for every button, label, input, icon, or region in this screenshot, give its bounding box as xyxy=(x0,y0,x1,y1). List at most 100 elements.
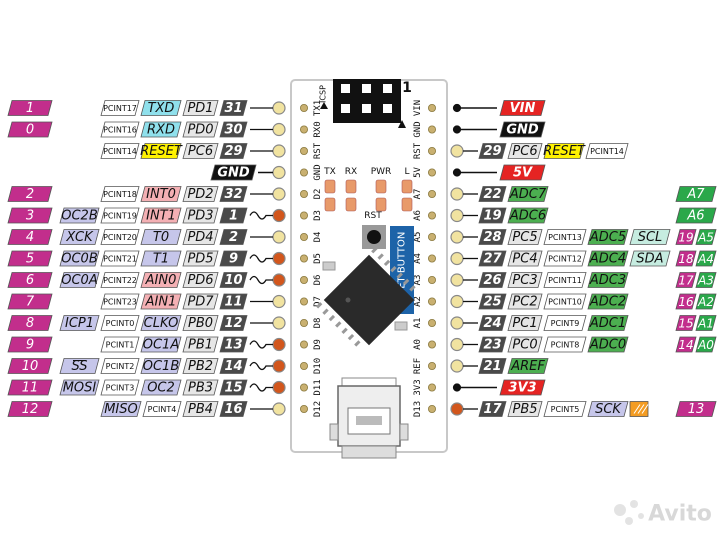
arduino-pin-number: 12 xyxy=(22,402,39,417)
pin-function: INT1 xyxy=(146,209,176,224)
arduino-pin-number: 5 xyxy=(26,252,34,267)
arduino-pin-number: 1 xyxy=(26,101,34,116)
analog-pin-name: A0 xyxy=(697,338,714,352)
icsp-pin1-label: 1 xyxy=(402,80,412,96)
pin-function-badge: OC2 xyxy=(140,379,182,396)
arduino-pin-number-badge: 18 xyxy=(675,250,697,267)
left-header-label: D2 xyxy=(313,189,323,200)
pin-function-badge: RXD xyxy=(140,121,182,138)
pcint-label-badge: PCINT20 xyxy=(100,229,140,245)
left-header-hole xyxy=(299,275,308,284)
left-header-hole xyxy=(299,404,308,413)
arduino-pin-number: 4 xyxy=(26,230,34,245)
pin-pad-icon xyxy=(272,230,286,244)
led-icon xyxy=(324,179,336,212)
arduino-pin-number-badge: 3 xyxy=(7,207,53,224)
adc-function-badge: ADC7 xyxy=(507,186,549,202)
left-header-label: TX1 xyxy=(313,100,323,116)
pin-pad-icon xyxy=(272,316,286,330)
left-header-label: D10 xyxy=(313,358,323,374)
port-name-badge: PB1 xyxy=(182,336,219,353)
port-name-badge: PD6 xyxy=(182,272,219,288)
pin-function-badge: RESET xyxy=(543,143,586,159)
power-pin-badge: 5V xyxy=(499,164,546,181)
mcu-pin-number: 9 xyxy=(229,252,238,267)
adc-function-badge: ADC5 xyxy=(587,229,629,245)
watermark: Avito xyxy=(614,500,712,527)
pcint-label: PCINT23 xyxy=(103,298,137,307)
right-header-hole xyxy=(427,318,436,327)
right-header-label: A3 xyxy=(413,275,423,286)
left-header-hole xyxy=(299,361,308,370)
extra-function-badge: XCK xyxy=(59,229,100,245)
pin-pad-icon xyxy=(272,187,286,201)
pcint-label-badge: PCINT4 xyxy=(142,401,182,417)
pcint-label: PCINT16 xyxy=(103,126,137,135)
left-header-hole xyxy=(299,125,308,134)
extra-function: OC0B xyxy=(61,252,98,267)
pin-pad-icon xyxy=(272,359,286,373)
pin-pad-icon xyxy=(272,144,286,158)
pin-function-badge: INT0 xyxy=(140,186,182,202)
adc-function: AREF xyxy=(510,359,545,374)
pcint-label: PCINT21 xyxy=(103,255,137,264)
pin-function: INT0 xyxy=(146,187,176,202)
pcint-label-badge: PCINT18 xyxy=(100,186,140,202)
arduino-pin-number-badge: 4 xyxy=(7,229,53,245)
arduino-pin-number: 17 xyxy=(678,274,694,288)
right-header-label: A5 xyxy=(413,232,423,243)
port-name: PD6 xyxy=(187,273,213,288)
pcint-label: PCINT2 xyxy=(106,362,135,371)
arduino-pin-number-badge: 16 xyxy=(675,293,697,310)
mcu-pin-number: 15 xyxy=(224,381,242,396)
analog-pin-name: A2 xyxy=(697,295,714,309)
arduino-pin-number-badge: 7 xyxy=(7,293,53,310)
extra-function-badge: OC2B xyxy=(59,207,100,224)
adc-function: ADC7 xyxy=(509,187,547,202)
arduino-pin-number-badge: 14 xyxy=(675,336,697,353)
analog-pin-name: A4 xyxy=(697,252,714,266)
port-name-badge: PC2 xyxy=(507,293,543,310)
adc-function-badge: ADC4 xyxy=(587,250,629,267)
port-name-badge: PD3 xyxy=(182,207,219,224)
pin-pad-icon xyxy=(272,337,286,352)
right-header-hole xyxy=(427,146,436,155)
led-label: RX xyxy=(345,167,357,177)
left-header-label: D3 xyxy=(313,210,323,221)
arduino-pin-number-badge: 2 xyxy=(7,186,53,202)
arduino-pin-number: 19 xyxy=(678,231,693,245)
led-icon xyxy=(375,179,387,212)
i2c-function: SCL xyxy=(638,230,663,245)
mcu-pin-number: 29 xyxy=(224,144,242,159)
pcint-label-badge: PCINT21 xyxy=(100,250,140,267)
adc-function-badge: AREF xyxy=(507,358,549,374)
port-name-badge: PB2 xyxy=(182,358,219,374)
right-header-hole xyxy=(427,383,436,392)
pin-function-badge: OC1B xyxy=(140,358,182,374)
left-header-label: D6 xyxy=(313,275,323,286)
mcu-pin-number: 24 xyxy=(483,316,501,331)
right-header-hole xyxy=(427,104,436,113)
pin-pad-icon xyxy=(272,165,286,180)
mcu-pin-number: 2 xyxy=(229,230,238,245)
right-header-label: RST xyxy=(413,142,423,159)
mcu-pin-number-badge: 21 xyxy=(478,358,507,374)
pin-pad-icon xyxy=(272,380,286,395)
pin-function: OC2 xyxy=(147,381,175,396)
pin-pad-icon xyxy=(452,125,462,134)
pcint-label: PCINT8 xyxy=(551,341,580,350)
arduino-pin-number-badge: 11 xyxy=(7,379,53,396)
led-icon xyxy=(345,179,357,212)
adc-function: ADC3 xyxy=(589,273,626,288)
port-name: PD4 xyxy=(187,230,213,245)
pin-pad-icon xyxy=(450,208,464,223)
pcint-label: PCINT0 xyxy=(106,319,135,328)
analog-pin-name: A5 xyxy=(697,231,714,245)
pcint-label-badge: PCINT23 xyxy=(100,293,140,310)
pin-function-badge: OC1A xyxy=(140,336,182,353)
right-header-hole xyxy=(427,361,436,370)
pin-pad-icon xyxy=(272,101,286,115)
mcu-pin-number: 28 xyxy=(483,230,501,245)
port-name-badge: PB4 xyxy=(182,401,219,417)
